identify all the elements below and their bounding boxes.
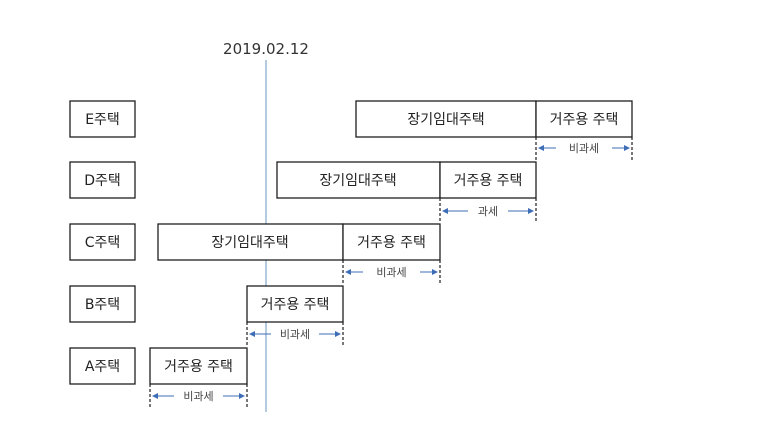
house-row-c: C주택 장기임대주택 거주용 주택 비과세 — [69, 223, 441, 284]
house-label-box — [69, 347, 136, 385]
house-label: E주택 — [85, 112, 120, 128]
span-tax-status: 비과세 — [183, 390, 213, 403]
span-arrowhead-left — [442, 208, 448, 214]
span-arrowhead-right — [528, 208, 534, 214]
rental-period-label: 장기임대주택 — [407, 112, 484, 128]
residence-period-box — [342, 223, 441, 261]
house-label: B주택 — [85, 297, 120, 313]
residence-period-label: 거주용 주택 — [357, 235, 426, 251]
span-arrowhead-right — [432, 269, 438, 275]
date-marker-label: 2019.02.12 — [223, 40, 309, 58]
residence-period-label: 거주용 주택 — [454, 173, 523, 189]
span-arrowhead-right — [335, 331, 341, 337]
span-arrowhead-right — [239, 393, 245, 399]
span-arrowhead-left — [152, 393, 158, 399]
span-tax-status: 비과세 — [280, 328, 310, 341]
residence-period-box — [535, 100, 633, 138]
house-label-box — [69, 223, 136, 261]
rental-period-label: 장기임대주택 — [211, 235, 288, 251]
house-label-box — [69, 285, 136, 323]
house-label: D주택 — [84, 173, 121, 189]
residence-period-label: 거주용 주택 — [550, 112, 619, 128]
span-arrowhead-right — [624, 145, 630, 151]
house-row-e: E주택 장기임대주택 거주용 주택 비과세 — [69, 100, 633, 160]
span-tax-status: 과세 — [478, 205, 498, 218]
residence-period-box — [246, 285, 344, 323]
span-arrowhead-left — [249, 331, 255, 337]
rental-period-label: 장기임대주택 — [319, 173, 396, 189]
residence-period-box — [149, 347, 248, 385]
house-label-box — [69, 100, 136, 138]
span-tax-status: 비과세 — [569, 142, 599, 155]
residence-period-label: 거주용 주택 — [164, 359, 233, 375]
house-row-a: A주택 거주용 주택 비과세 — [69, 347, 248, 408]
house-row-d: D주택 장기임대주택 거주용 주택 과세 — [69, 161, 537, 222]
house-label-box — [69, 161, 136, 199]
house-label: A주택 — [85, 359, 120, 375]
span-tax-status: 비과세 — [376, 266, 406, 279]
rental-period-box — [355, 100, 537, 138]
house-label: C주택 — [85, 235, 121, 251]
residence-period-box — [439, 161, 537, 199]
span-arrowhead-left — [538, 145, 544, 151]
residence-period-label: 거주용 주택 — [261, 297, 330, 313]
span-arrowhead-left — [345, 269, 351, 275]
house-row-b: B주택 거주용 주택 비과세 — [69, 285, 344, 346]
